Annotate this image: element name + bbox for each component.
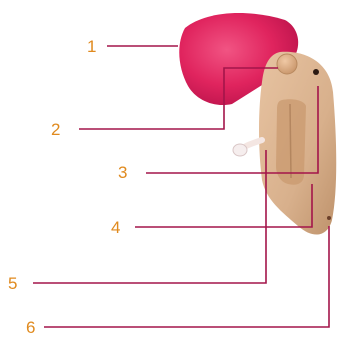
- callout-6: 6: [26, 318, 35, 337]
- callout-2: 2: [51, 120, 60, 139]
- microphone-port: [313, 69, 319, 75]
- callout-4: 4: [111, 218, 120, 237]
- vent: [327, 216, 331, 220]
- push-button: [277, 54, 297, 74]
- callout-1: 1: [87, 37, 96, 56]
- removal-handle-tip: [233, 144, 247, 156]
- battery-door-edge: [290, 104, 291, 178]
- callout-5: 5: [8, 274, 17, 293]
- callout-3: 3: [118, 163, 127, 182]
- leader-line-6: [44, 226, 329, 327]
- leader-line-5: [33, 150, 266, 283]
- callout-labels: 1 2 3 4 5 6: [8, 37, 127, 337]
